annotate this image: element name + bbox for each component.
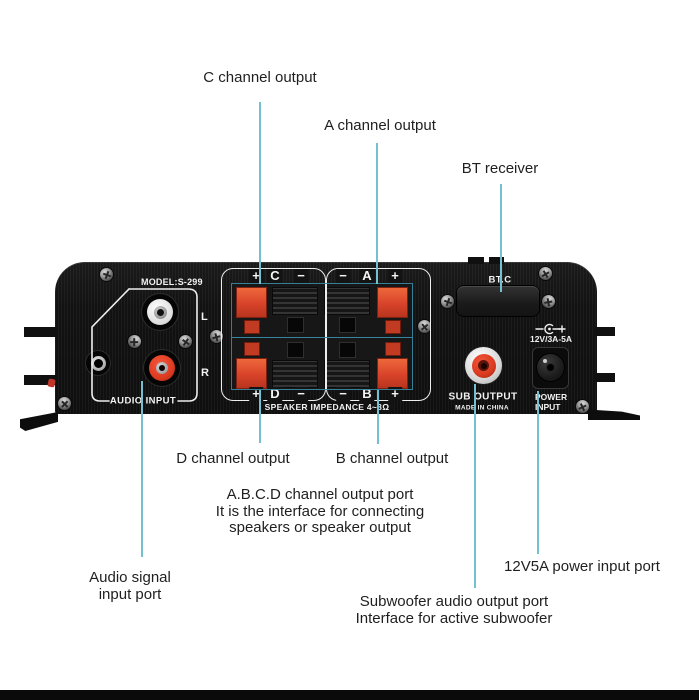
impedance-caption: SPEAKER IMPEDANCE 4~8Ω (260, 402, 394, 412)
rca-left-hole (156, 308, 164, 316)
left-fin-top (24, 327, 57, 337)
terminal-clip-red (377, 358, 408, 389)
aux-jack-hole (93, 358, 103, 368)
terminal-clip-black (272, 360, 318, 388)
sub-output-caption: SUB OUTPUT (448, 391, 518, 403)
terminal-clip-red (377, 287, 408, 318)
terminal-sign: − (294, 387, 308, 401)
terminal-clip-red (236, 287, 267, 318)
terminal-lever-red (244, 342, 260, 356)
screw (441, 295, 454, 308)
top-edge-notch (489, 257, 504, 264)
dc-pin-hole (546, 363, 555, 372)
power-input-line1: POWER (535, 392, 568, 402)
model-text: MODEL:S-299 (141, 277, 203, 287)
callout-audio-line2: input port (98, 585, 162, 603)
callout-bt-receiver: BT receiver (461, 160, 539, 177)
top-edge-notch (468, 257, 484, 264)
callout-abcd-line1: A.B.C.D channel output port (226, 486, 414, 503)
leader-b-channel (377, 390, 379, 444)
sub-rca-hole (480, 362, 487, 369)
rca-right-hole (159, 365, 165, 371)
terminal-clip-red (236, 358, 267, 389)
callout-abcd-port: A.B.C.D channel output port It is the in… (215, 486, 425, 537)
callout-abcd-line3: speakers or speaker output (229, 519, 411, 536)
made-in-caption: MADE IN CHINA (455, 404, 509, 412)
callout-sub-line1: Subwoofer audio output port (359, 593, 549, 610)
terminal-hole (287, 317, 304, 333)
terminal-hole (339, 342, 356, 358)
leader-c-channel (259, 102, 261, 284)
terminal-clip-black (324, 287, 370, 315)
audio-input-caption: AUDIO INPUT (109, 395, 177, 407)
annotation-box-bottom-row (231, 337, 413, 390)
power-rating-text: 12V/3A-5A (529, 334, 573, 344)
terminal-sign: + (388, 269, 402, 283)
callout-a-channel: A channel output (324, 117, 436, 134)
right-fin-top (595, 327, 615, 336)
terminal-sign: − (336, 387, 350, 401)
callout-b-channel: B channel output (335, 450, 449, 467)
leader-power-input (537, 391, 539, 554)
terminal-clip-black (324, 360, 370, 388)
label-left-channel: L (201, 311, 208, 323)
terminal-sign: − (294, 269, 308, 283)
dc-power-jack (532, 347, 569, 389)
callout-sub-line2: Interface for active subwoofer (355, 609, 553, 627)
leader-bt-receiver (500, 184, 502, 292)
right-foot (588, 409, 640, 420)
callout-abcd-line2: It is the interface for connecting (215, 502, 425, 520)
terminal-clip-black (272, 287, 318, 315)
leader-a-channel (376, 143, 378, 284)
leader-sub-output (474, 384, 476, 588)
dc-highlight (543, 359, 547, 363)
callout-audio-input: Audio signal input port (89, 569, 171, 603)
callout-c-channel: C channel output (203, 69, 317, 86)
terminal-hole (287, 342, 304, 358)
terminal-sign: + (388, 387, 402, 401)
terminal-channel-a: A (359, 269, 375, 283)
leader-audio-input (141, 381, 143, 557)
terminal-channel-d: D (267, 387, 283, 401)
power-input-caption: POWER INPUT (535, 392, 568, 412)
bt-caption: BT.C (488, 275, 511, 286)
terminal-channel-b: B (359, 387, 375, 401)
terminal-lever-red (385, 320, 401, 334)
bottom-bar (0, 690, 699, 700)
terminal-hole (339, 317, 356, 333)
callout-sub-output: Subwoofer audio output port Interface fo… (355, 593, 553, 627)
terminal-lever-red (385, 342, 401, 356)
callout-power-input: 12V5A power input port (504, 558, 660, 575)
callout-d-channel: D channel output (176, 450, 290, 467)
terminal-channel-c: C (267, 269, 283, 283)
label-right-channel: R (201, 367, 209, 379)
screw (100, 268, 113, 281)
callout-audio-line1: Audio signal (89, 569, 171, 586)
leader-d-channel (259, 390, 261, 443)
power-input-line2: INPUT (535, 401, 561, 412)
annotation-box-top-row (231, 283, 413, 338)
left-foot (20, 412, 58, 431)
right-fin-bottom (595, 373, 615, 382)
terminal-lever-red (244, 320, 260, 334)
terminal-sign: − (336, 269, 350, 283)
left-fin-bottom (24, 375, 57, 385)
bt-receiver-window (457, 286, 539, 316)
